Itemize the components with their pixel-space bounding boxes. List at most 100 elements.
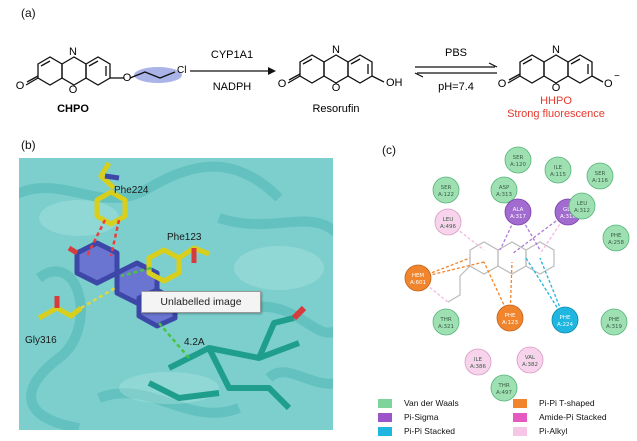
distance-label: 4.2A	[184, 337, 205, 348]
residue-name: ASP	[499, 185, 510, 191]
chpo-o-bridge: O	[69, 84, 78, 96]
hhpo-structure	[507, 54, 604, 84]
residue-circle	[464, 348, 492, 376]
residue-name: SER	[513, 155, 524, 161]
enzyme-label: CYP1A1	[211, 49, 253, 61]
legend-amide-label: Amide-Pi Stacked	[539, 412, 607, 422]
residue-number: A:120	[510, 162, 527, 168]
equilibrium-back-head	[414, 72, 424, 78]
panel-b-label: (b)	[21, 138, 36, 152]
residue-name: ILE	[554, 165, 563, 171]
residue-number: A:382	[522, 362, 538, 368]
hhpo-name: HHPO	[540, 95, 572, 107]
residue-name: HEM	[412, 273, 425, 279]
phe123-residue	[146, 245, 210, 284]
chloro-highlight	[134, 67, 182, 83]
legend-vdw: Van der Waals	[378, 398, 459, 408]
residue-circle	[554, 198, 582, 226]
legend-sigma: Pi-Sigma	[378, 412, 438, 422]
residue-number: A:317	[510, 214, 527, 220]
residue-name: GLY	[563, 207, 574, 213]
ligand	[67, 240, 178, 329]
panel-c-label: (c)	[382, 143, 396, 157]
panel-a-label: (a)	[21, 6, 36, 20]
residue-name: PHE	[611, 233, 622, 239]
protein-ribbons	[19, 161, 333, 430]
legend-stacked-swatch	[378, 426, 392, 436]
legend-stacked: Pi-Pi Stacked	[378, 426, 455, 436]
residue-name: ILE	[474, 357, 483, 363]
phe123-label: Phe123	[167, 232, 202, 243]
legend-vdw-swatch	[378, 398, 392, 408]
residue-circle	[602, 224, 630, 252]
residue-circle	[544, 156, 572, 184]
resorufin-n-atom: N	[332, 44, 340, 56]
residue-number: A:122	[438, 192, 454, 198]
residue-name: ALA	[513, 207, 524, 213]
resorufin-structure	[287, 54, 385, 84]
legend-stacked-label: Pi-Pi Stacked	[404, 426, 456, 436]
legend-alkyl-label: Pi-Alkyl	[539, 426, 568, 436]
legend-alkyl-swatch	[513, 426, 527, 436]
interaction-lines-2d	[417, 211, 569, 321]
residue-number: A:313	[496, 192, 513, 198]
legend-vdw-label: Van der Waals	[404, 398, 459, 408]
residue-name: SER	[441, 185, 452, 191]
buffer-label: PBS	[445, 47, 467, 59]
residue-name: PHE	[505, 313, 516, 319]
chpo-name: CHPO	[57, 103, 89, 115]
residue-name: THR	[439, 317, 451, 323]
residue-circle	[434, 208, 462, 236]
residue-name: LEU	[443, 217, 454, 223]
chpo-n-atom: N	[69, 46, 77, 58]
residue-circle	[504, 146, 532, 174]
chpo-ketone-o: O	[16, 80, 25, 92]
gly316-residue	[37, 296, 83, 321]
interaction-lines	[80, 219, 190, 359]
residue-circle	[568, 192, 596, 220]
legend-sigma-swatch	[378, 412, 392, 422]
residue-number: A:258	[608, 240, 625, 246]
residue-name: LEU	[577, 201, 588, 207]
hhpo-o-anion: O	[604, 78, 613, 90]
residue-circle	[496, 304, 524, 332]
gly316-label: Gly316	[25, 335, 57, 346]
hhpo-caption: Strong fluorescence	[507, 108, 605, 120]
residue-name: THR	[497, 383, 509, 389]
residue-circle	[504, 198, 532, 226]
chpo-cl: Cl	[177, 65, 186, 76]
residue-number: A:496	[440, 224, 457, 230]
residue-number: A:319	[606, 324, 623, 330]
residue-number: A:224	[557, 322, 574, 328]
cofactor-label: NADPH	[213, 81, 252, 93]
image-tooltip: Unlabelled image	[141, 291, 261, 313]
residue-number: A:115	[550, 172, 567, 178]
hhpo-ketone-o: O	[498, 78, 507, 90]
ph-label: pH=7.4	[438, 81, 474, 93]
residue-circle	[490, 176, 518, 204]
arrow-1-head	[268, 67, 276, 75]
phe224-residue	[94, 161, 128, 227]
residue-name: PHE	[560, 315, 571, 321]
residue-number: A:116	[592, 178, 609, 184]
residue-number: A:497	[496, 390, 513, 396]
legend-amide: Amide-Pi Stacked	[513, 412, 607, 422]
legend-alkyl: Pi-Alkyl	[513, 426, 567, 436]
residue-name: PHE	[609, 317, 620, 323]
residue-number: A:386	[470, 364, 487, 370]
residue-circle	[432, 308, 460, 336]
legend-tshaped-label: Pi-Pi T-shaped	[539, 398, 595, 408]
